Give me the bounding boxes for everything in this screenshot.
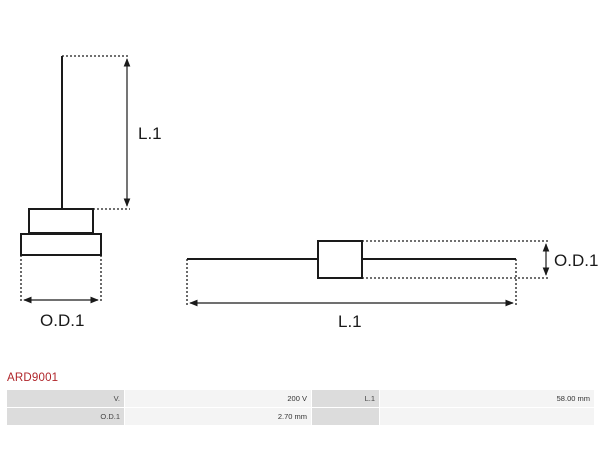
spec-label-empty <box>311 407 380 426</box>
spec-value-length: 58.00 mm <box>379 389 595 408</box>
horizontal-diameter-label: O.D.1 <box>554 251 598 270</box>
table-row: O.D.1 2.70 mm <box>6 407 595 426</box>
vertical-length-label: L.1 <box>138 124 162 143</box>
vertical-cap-lower <box>20 233 102 256</box>
part-code: ARD9001 <box>7 372 59 384</box>
vertical-view: L.1 O.D.1 <box>20 55 162 330</box>
spec-label-length: L.1 <box>311 389 380 408</box>
table-row: V. 200 V L.1 58.00 mm <box>6 389 595 408</box>
technical-drawing: L.1 O.D.1 O.D.1 L.1 <box>20 55 598 331</box>
spec-label-voltage: V. <box>6 389 125 408</box>
vertical-diameter-label: O.D.1 <box>40 311 84 330</box>
spec-table: V. 200 V L.1 58.00 mm O.D.1 2.70 mm <box>6 389 595 426</box>
vertical-cap-upper <box>28 208 94 234</box>
spec-label-diameter: O.D.1 <box>6 407 125 426</box>
spec-value-voltage: 200 V <box>124 389 312 408</box>
horizontal-length-label: L.1 <box>338 312 362 331</box>
horizontal-sleeve <box>317 240 363 279</box>
horizontal-view: O.D.1 L.1 <box>186 240 598 331</box>
spec-value-diameter: 2.70 mm <box>124 407 312 426</box>
spec-value-empty <box>379 407 595 426</box>
